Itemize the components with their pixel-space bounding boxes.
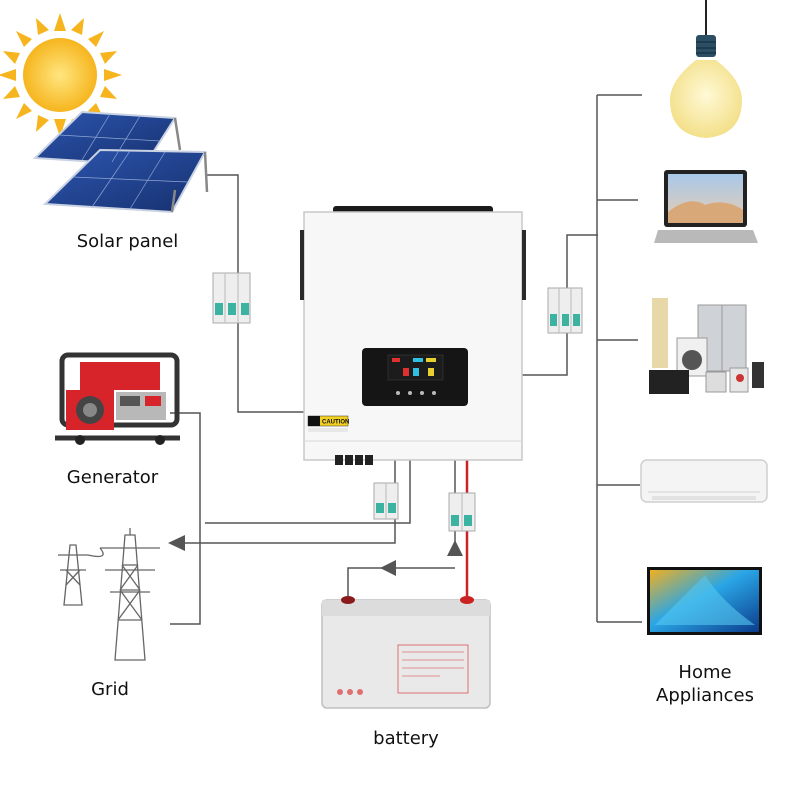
power-pylon-icon [58, 528, 160, 661]
air-conditioner-icon [640, 459, 768, 503]
circuit-breaker-icon [373, 482, 399, 520]
label-grid: Grid [91, 679, 129, 700]
generator-icon [55, 352, 180, 445]
caution-label: CAUTION [322, 420, 349, 426]
arrow-left-grid [168, 535, 185, 551]
circuit-breaker-icon [448, 492, 476, 532]
label-home-appliances-line1: Home [678, 662, 732, 683]
television-icon [647, 567, 762, 635]
circuit-breaker-icon [212, 272, 251, 324]
home-appliances-icon [649, 298, 764, 394]
battery-icon [321, 596, 491, 709]
light-bulb-icon [670, 0, 742, 138]
label-home-appliances: Home Appliances [640, 661, 770, 707]
label-solar-panel: Solar panel [76, 231, 179, 252]
arrow-up-battery [447, 540, 463, 556]
arrow-left-battery [380, 560, 396, 576]
circuit-breaker-icon [547, 287, 583, 334]
laptop-icon [654, 170, 758, 243]
label-home-appliances-line2: Appliances [656, 685, 754, 706]
inverter-icon: CAUTION [300, 206, 526, 465]
solar-panel-icon [32, 110, 209, 214]
label-generator: Generator [66, 467, 159, 488]
label-battery: battery [373, 728, 439, 749]
